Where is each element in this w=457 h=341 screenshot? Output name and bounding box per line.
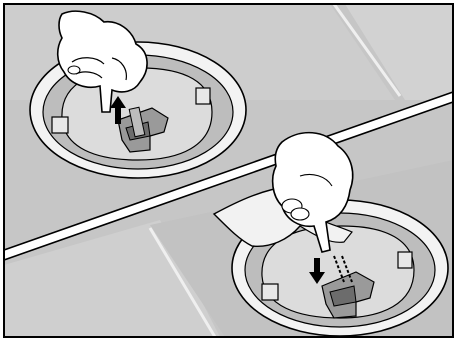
illustration-canvas xyxy=(0,0,457,341)
instruction-illustration xyxy=(0,0,457,341)
